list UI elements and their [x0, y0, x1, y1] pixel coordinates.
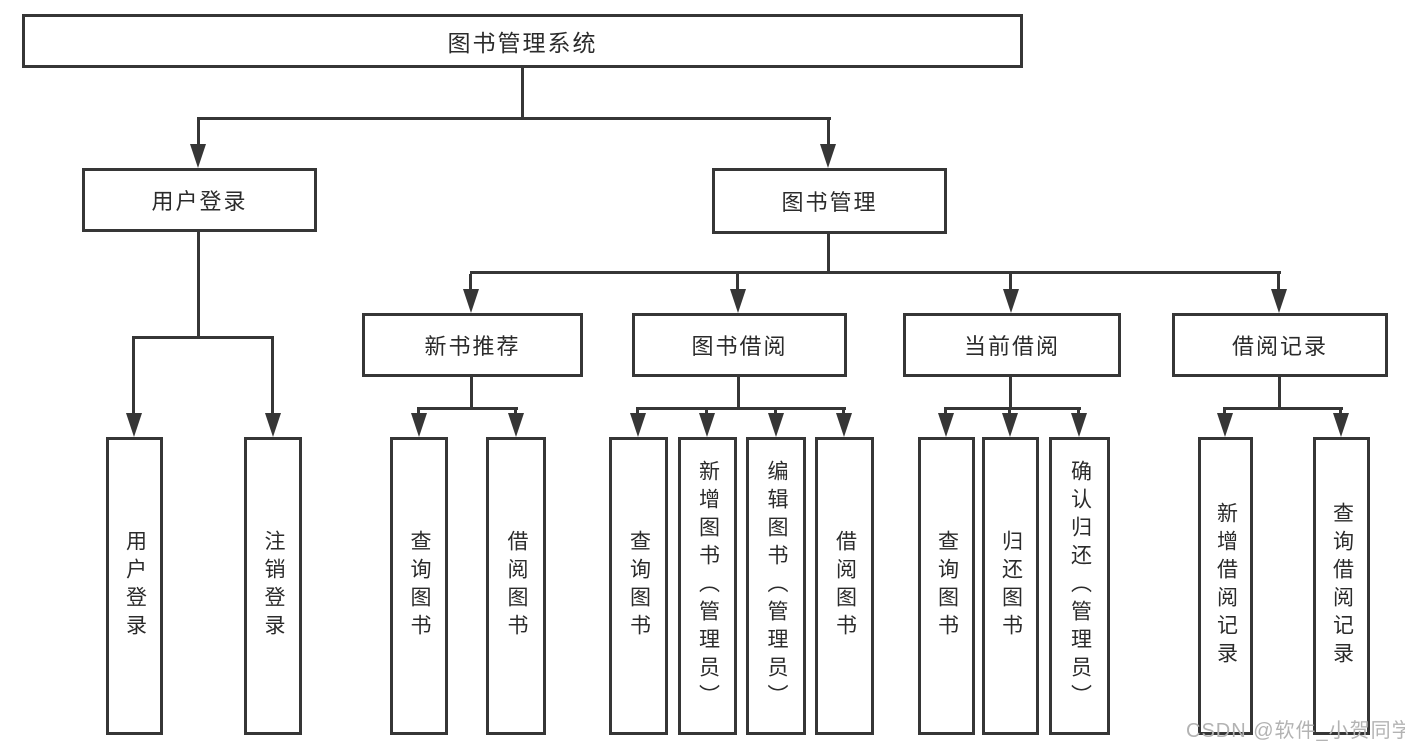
leaf-records-query-label: 查询借阅记录	[1330, 502, 1354, 670]
connector-line	[1009, 274, 1012, 290]
connector-line	[636, 407, 846, 410]
leaf-newbooks-borrow: 借阅图书	[486, 437, 546, 735]
arrow-down-icon	[1333, 413, 1349, 437]
connector-line	[514, 410, 517, 415]
leaf-borrow-add-admin-label: 新增图书（管理员）	[696, 460, 720, 712]
connector-line	[705, 410, 708, 415]
connector-line	[417, 407, 518, 410]
arrow-down-icon	[768, 413, 784, 437]
csdn-watermark: CSDN @软件_小贺同学	[1186, 720, 1405, 742]
node-new-book-recommend: 新书推荐	[362, 313, 583, 377]
connector-line	[417, 410, 420, 415]
connector-line	[1277, 274, 1280, 290]
arrow-down-icon	[1071, 413, 1087, 437]
leaf-user-login: 用户登录	[106, 437, 163, 735]
connector-line	[827, 233, 830, 271]
leaf-newbooks-query-label: 查询图书	[408, 530, 432, 642]
arrow-down-icon	[411, 413, 427, 437]
connector-line	[470, 271, 1281, 274]
leaf-records-query: 查询借阅记录	[1313, 437, 1370, 735]
leaf-borrow-query-label: 查询图书	[627, 530, 651, 642]
connector-line	[1339, 410, 1342, 415]
leaf-current-query-label: 查询图书	[935, 530, 959, 642]
arrow-down-icon	[1002, 413, 1018, 437]
node-root: 图书管理系统	[22, 14, 1023, 68]
leaf-current-query: 查询图书	[918, 437, 975, 735]
arrow-down-icon	[699, 413, 715, 437]
arrow-down-icon	[836, 413, 852, 437]
connector-line	[271, 339, 274, 413]
arrow-down-icon	[1217, 413, 1233, 437]
connector-line	[521, 68, 524, 117]
leaf-borrow-edit-admin-label: 编辑图书（管理员）	[765, 460, 789, 712]
connector-line	[1223, 407, 1343, 410]
node-book-management-label: 图书管理	[781, 190, 878, 215]
connector-line	[1278, 377, 1281, 407]
connector-line	[944, 410, 947, 415]
node-book-borrow: 图书借阅	[632, 313, 847, 377]
leaf-newbooks-query: 查询图书	[390, 437, 448, 735]
leaf-current-confirm-admin: 确认归还（管理员）	[1049, 437, 1110, 735]
node-book-borrow-label: 图书借阅	[691, 334, 788, 359]
connector-line	[470, 377, 473, 407]
connector-line	[842, 410, 845, 415]
connector-line	[827, 120, 830, 145]
arrow-down-icon	[190, 144, 206, 168]
node-user-login-label: 用户登录	[151, 189, 248, 214]
node-borrow-records-label: 借阅记录	[1231, 334, 1328, 359]
leaf-current-confirm-admin-label: 确认归还（管理员）	[1068, 460, 1092, 712]
arrow-down-icon	[730, 289, 746, 313]
node-new-book-recommend-label: 新书推荐	[424, 334, 521, 359]
leaf-newbooks-borrow-label: 借阅图书	[505, 530, 529, 642]
arrow-down-icon	[1271, 289, 1287, 313]
leaf-records-add-label: 新增借阅记录	[1214, 502, 1238, 670]
connector-line	[1008, 410, 1011, 415]
leaf-records-add: 新增借阅记录	[1198, 437, 1253, 735]
connector-line	[197, 232, 200, 336]
arrow-down-icon	[1003, 289, 1019, 313]
arrow-down-icon	[508, 413, 524, 437]
leaf-borrow-query: 查询图书	[609, 437, 668, 735]
connector-line	[736, 274, 739, 290]
leaf-borrow-book: 借阅图书	[815, 437, 874, 735]
leaf-current-return-label: 归还图书	[999, 530, 1023, 642]
connector-line	[132, 339, 135, 413]
node-user-login: 用户登录	[82, 168, 317, 232]
leaf-logout: 注销登录	[244, 437, 302, 735]
connector-line	[636, 410, 639, 415]
node-root-label: 图书管理系统	[447, 30, 598, 56]
node-borrow-records: 借阅记录	[1172, 313, 1388, 377]
connector-line	[1223, 410, 1226, 415]
connector-line	[1009, 377, 1012, 407]
connector-line	[197, 117, 831, 120]
connector-line	[774, 410, 777, 415]
leaf-user-login-label: 用户登录	[123, 530, 147, 642]
connector-line	[1077, 410, 1080, 415]
arrow-down-icon	[630, 413, 646, 437]
connector-line	[944, 407, 1081, 410]
arrow-down-icon	[126, 413, 142, 437]
connector-line	[469, 274, 472, 290]
node-book-management: 图书管理	[712, 168, 947, 234]
arrow-down-icon	[938, 413, 954, 437]
arrow-down-icon	[265, 413, 281, 437]
arrow-down-icon	[820, 144, 836, 168]
node-current-borrow-label: 当前借阅	[963, 334, 1060, 359]
leaf-logout-label: 注销登录	[262, 530, 286, 642]
connector-line	[197, 120, 200, 145]
node-current-borrow: 当前借阅	[903, 313, 1121, 377]
leaf-borrow-book-label: 借阅图书	[833, 530, 857, 642]
arrow-down-icon	[463, 289, 479, 313]
leaf-borrow-add-admin: 新增图书（管理员）	[678, 437, 737, 735]
connector-line	[132, 336, 274, 339]
leaf-borrow-edit-admin: 编辑图书（管理员）	[746, 437, 806, 735]
leaf-current-return: 归还图书	[982, 437, 1039, 735]
connector-line	[737, 376, 740, 407]
